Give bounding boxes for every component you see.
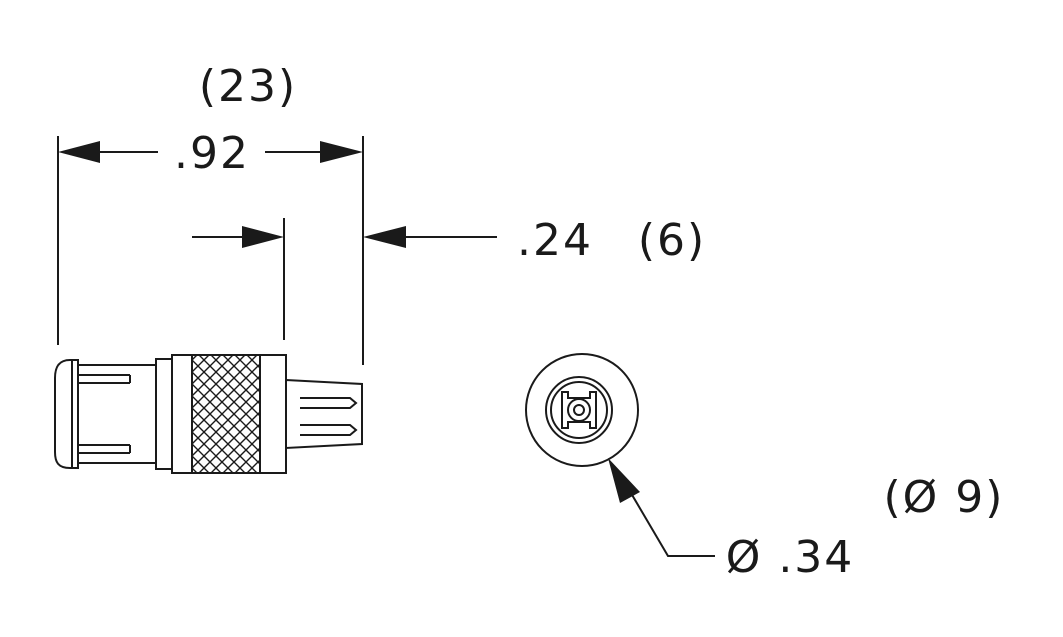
- arrowhead-right: [320, 141, 363, 163]
- tip-length-inch: .24: [517, 215, 593, 266]
- arrowhead-left: [58, 141, 100, 163]
- center-contact: [573, 404, 585, 416]
- tip-length-metric: (6): [638, 215, 706, 266]
- body-ring-outer: [545, 376, 613, 444]
- overall-length-dimension: [57, 136, 364, 365]
- diameter-inch: Ø .34: [726, 532, 855, 583]
- connector-end-view: [525, 353, 639, 467]
- nut-right-band: [259, 354, 287, 474]
- insulator-circle: [567, 398, 591, 422]
- tip-slot-top: [300, 397, 358, 409]
- overall-length-metric: (23): [199, 61, 297, 112]
- connector-side-view: [54, 354, 363, 474]
- arrowhead-tip-right: [363, 226, 406, 248]
- outer-diameter-circle: [525, 353, 639, 467]
- diameter-leader-line: [617, 470, 715, 557]
- arrowhead-tip-left: [242, 226, 284, 248]
- diameter-arrowhead: [608, 458, 640, 503]
- tip-slot-bottom: [300, 424, 358, 436]
- body-ring-inner: [550, 381, 608, 439]
- diameter-metric: (Ø 9): [884, 472, 1005, 523]
- rear-body: [77, 364, 157, 464]
- rear-lip: [54, 359, 73, 469]
- collar: [155, 358, 173, 470]
- front-tip: [285, 378, 363, 450]
- keyed-insert: [561, 391, 597, 429]
- tip-length-dimension: [192, 218, 497, 340]
- knurled-grip: [191, 354, 261, 474]
- nut-left-band: [171, 354, 193, 474]
- overall-length-inch: .92: [174, 128, 250, 179]
